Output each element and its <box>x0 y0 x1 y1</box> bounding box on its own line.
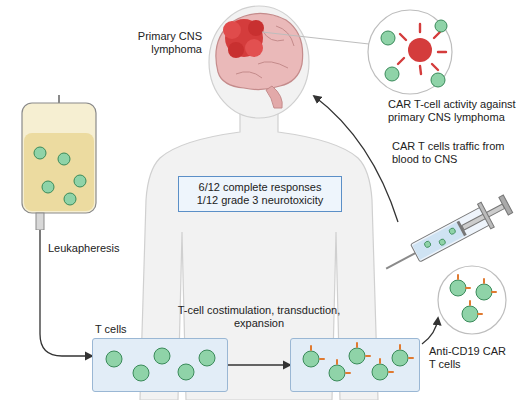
inset-car-t-cells <box>462 306 478 322</box>
blood-bag <box>18 95 100 230</box>
leukapheresis-bag: Leukapheresis <box>18 95 100 230</box>
inset-car-t-cells <box>438 266 506 334</box>
annotation: CAR T-cell activity against primary CNS … <box>388 98 516 124</box>
syringe <box>478 202 495 229</box>
car-t-cells <box>303 351 319 367</box>
syringe <box>412 222 464 260</box>
car-t-cells <box>372 364 388 380</box>
blood-bag <box>74 175 86 187</box>
car-t-cells <box>337 360 350 373</box>
inset-tumor-kill <box>435 20 447 32</box>
inset-tumor-kill <box>431 73 445 87</box>
car-t-cells <box>291 339 418 390</box>
blood-bag <box>22 103 96 213</box>
car-t-cells <box>311 346 324 359</box>
blood-bag <box>58 153 70 165</box>
inset-car-t-cells <box>450 280 466 296</box>
node-label: Leukapheresis <box>48 242 120 255</box>
inset-car-t-cells <box>438 266 506 334</box>
leader-line <box>262 32 369 44</box>
blood-bag <box>42 181 54 193</box>
annotation: Primary CNS lymphoma <box>112 30 202 56</box>
t-cells <box>199 350 215 366</box>
tumor <box>223 19 264 58</box>
blood-bag <box>36 213 44 230</box>
blood-bag <box>64 193 76 205</box>
car-t-cells <box>357 343 370 356</box>
syringe <box>424 240 432 248</box>
tumor <box>223 21 241 39</box>
tumor <box>228 42 244 58</box>
t-cells <box>133 365 149 381</box>
car-t-cells <box>400 345 413 358</box>
brain <box>216 13 303 108</box>
connector-arrow <box>228 364 290 365</box>
blood-bag <box>58 95 60 103</box>
car-t-cells <box>380 359 393 372</box>
outcome-text: 6/12 complete responses <box>183 181 337 194</box>
brain <box>266 86 282 108</box>
syringe <box>411 207 491 262</box>
syringe <box>438 238 446 246</box>
blood-bag <box>34 147 46 159</box>
syringe <box>448 227 456 235</box>
inset-car-t-cells <box>476 284 492 300</box>
t-cells <box>93 339 226 390</box>
inset-tumor-kill <box>385 67 399 81</box>
blood-bag <box>24 133 94 211</box>
tumor <box>245 39 263 57</box>
inset-tumor-kill <box>368 10 452 94</box>
syringe <box>499 195 513 215</box>
t-cell-box: T cells <box>92 338 228 392</box>
inset-tumor-kill <box>381 31 395 45</box>
inset-car-t-cells <box>458 275 496 314</box>
car-t-cells <box>392 350 408 366</box>
outcome-box: 6/12 complete responses1/12 grade 3 neur… <box>178 176 342 212</box>
t-cells <box>154 348 170 364</box>
tumor <box>248 20 264 36</box>
inset-tumor-kill <box>368 10 452 94</box>
annotation: CAR T cells traffic from blood to CNS <box>392 140 514 166</box>
t-cells <box>178 364 194 380</box>
t-cells <box>106 351 122 367</box>
car-t-cell-box: Anti-CD19 CAR T cells <box>290 338 420 392</box>
body-silhouette <box>209 6 309 118</box>
car-t-cells <box>329 365 345 381</box>
node-label: T cells <box>95 323 127 336</box>
outcome-text: 1/12 grade 3 neurotoxicity <box>183 194 337 207</box>
syringe <box>380 191 515 281</box>
loading-arrow <box>422 318 438 344</box>
edge-label: T-cell costimulation, transduction, expa… <box>169 304 349 330</box>
inset-tumor-kill <box>408 38 432 62</box>
car-t-cells <box>349 348 365 364</box>
brain <box>216 13 303 89</box>
node-label: Anti-CD19 CAR T cells <box>429 345 513 371</box>
syringe <box>386 253 415 268</box>
